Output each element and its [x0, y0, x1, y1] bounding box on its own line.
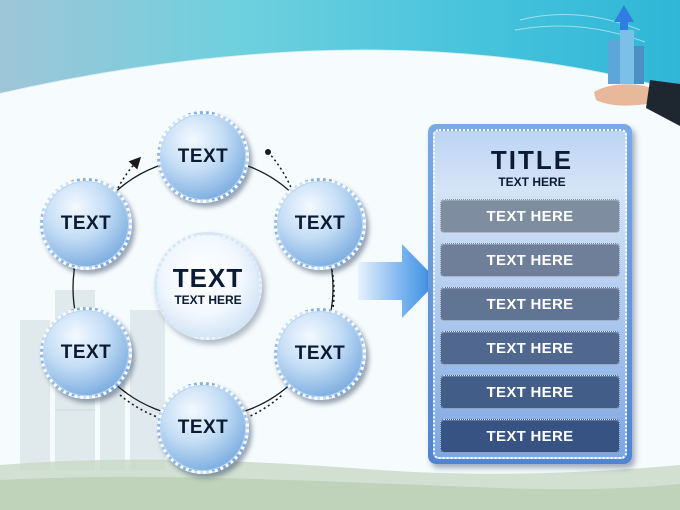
title-panel-inner: TITLE TEXT HERE TEXT HERE TEXT HERE TEXT…	[433, 129, 627, 459]
cycle-node-label: TEXT	[60, 213, 112, 234]
cycle-node-lower-left: TEXT	[40, 307, 132, 399]
panel-item: TEXT HERE	[440, 331, 620, 365]
hand-buildings-illustration	[594, 5, 680, 126]
cycle-node-upper-right: TEXT	[274, 178, 366, 270]
cycle-node-lower-right: TEXT	[274, 308, 366, 400]
panel-item: TEXT HERE	[440, 419, 620, 453]
panel-item: TEXT HERE	[440, 199, 620, 233]
panel-item-list: TEXT HERE TEXT HERE TEXT HERE TEXT HERE …	[440, 199, 620, 463]
cycle-node-bottom: TEXT	[157, 382, 249, 474]
right-arrow-icon	[358, 244, 438, 318]
panel-item: TEXT HERE	[440, 287, 620, 321]
cycle-center-node: TEXT TEXT HERE	[154, 232, 262, 340]
cycle-node-label: TEXT	[60, 342, 112, 363]
title-panel: TITLE TEXT HERE TEXT HERE TEXT HERE TEXT…	[428, 124, 632, 464]
cycle-node-top: TEXT	[157, 111, 249, 203]
panel-title: TITLE	[490, 145, 574, 175]
center-subtitle: TEXT HERE	[174, 293, 242, 307]
header-banner	[0, 0, 680, 95]
panel-item: TEXT HERE	[440, 375, 620, 409]
cycle-node-label: TEXT	[177, 417, 229, 438]
panel-item: TEXT HERE	[440, 243, 620, 277]
cycle-node-label: TEXT	[177, 146, 229, 167]
cycle-node-label: TEXT	[294, 343, 346, 364]
cycle-node-upper-left: TEXT	[40, 178, 132, 270]
center-title: TEXT	[172, 263, 244, 293]
cycle-node-label: TEXT	[294, 213, 346, 234]
panel-subtitle: TEXT HERE	[498, 175, 566, 189]
